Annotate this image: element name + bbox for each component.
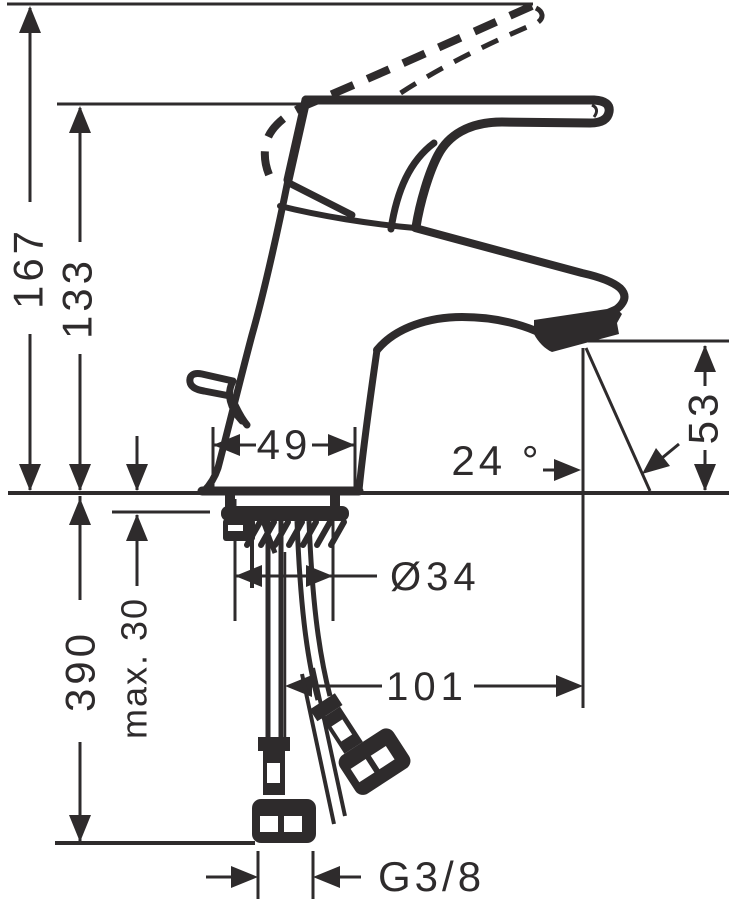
- dim-lever-height: 133: [54, 106, 101, 491]
- escutcheon-washer: [221, 506, 349, 521]
- arrow-left-icon: [313, 866, 340, 888]
- mount-stud: [330, 494, 340, 507]
- dim-label-reach: 101: [386, 665, 468, 709]
- mount-stud: [225, 494, 235, 507]
- lever-neck-edge: [387, 139, 438, 233]
- hose-angled-edge: [306, 520, 333, 697]
- spout-underside: [373, 313, 540, 354]
- hose-cross-band: [300, 673, 336, 825]
- dim-reach: 101: [285, 656, 583, 709]
- arrow-down-icon: [19, 464, 41, 491]
- clamp-slot: [228, 525, 243, 531]
- dim-thread: G3/8: [206, 851, 485, 900]
- arrow-right-icon: [328, 434, 355, 456]
- arrow-angled-icon: [642, 448, 670, 474]
- dim-label-max-thickness: max. 30: [114, 597, 155, 739]
- dim-total-height: 167: [5, 6, 52, 491]
- arrow-right-icon: [554, 459, 581, 481]
- aerator: [534, 306, 622, 352]
- dim-hose-length: 390: [57, 496, 104, 842]
- mounting-hardware: [221, 494, 349, 750]
- arrow-down-icon: [69, 464, 91, 491]
- arrow-left-icon: [235, 565, 262, 587]
- hose-angled-edge: [294, 520, 321, 701]
- raised-lever-dashed-outline: [260, 2, 545, 183]
- dim-label-hole-diameter: Ø34: [390, 555, 481, 599]
- body-right-edge: [355, 346, 381, 494]
- faucet-outline: [186, 95, 629, 496]
- cartridge-seam-upper: [285, 179, 356, 219]
- lever-tip-detail: [591, 103, 599, 118]
- dim-label-outlet-height: 53: [680, 390, 727, 445]
- arrow-down-icon: [694, 464, 716, 491]
- cartridge-seam-lower: [277, 203, 418, 231]
- hose-connector-angled: [309, 693, 411, 795]
- arrow-right-icon: [231, 866, 258, 888]
- dim-label-lever-height: 133: [54, 257, 101, 339]
- dim-label-hose-length: 390: [57, 630, 104, 712]
- stream-angle-line: [584, 347, 652, 492]
- dim-max-counter-thickness: max. 30: [114, 436, 155, 739]
- lever-back-edge: [283, 95, 311, 185]
- arrow-up-icon: [19, 6, 41, 33]
- arrow-up-icon: [69, 106, 91, 133]
- dim-label-thread: G3/8: [378, 853, 485, 900]
- arrow-down-icon: [69, 815, 91, 842]
- dim-base-width: 49: [211, 421, 357, 490]
- hose-cross-band: [311, 667, 347, 817]
- supply-hoses: [252, 520, 411, 843]
- arrow-up-icon: [694, 345, 716, 372]
- dim-label-base-width: 49: [257, 421, 312, 468]
- body-left-edge: [200, 176, 292, 495]
- arrow-up-icon: [69, 498, 91, 525]
- dim-stream-angle: 24 °: [451, 437, 680, 484]
- dim-label-stream-angle: 24 °: [451, 437, 542, 484]
- arrow-down-icon: [126, 464, 148, 491]
- arrow-right-icon: [556, 675, 583, 697]
- hose-connector-vertical: [252, 737, 316, 843]
- arrow-up-icon: [126, 514, 148, 541]
- reference-lines: [7, 2, 729, 845]
- pull-rod-handle: [186, 370, 251, 429]
- lever-outline: [301, 95, 614, 232]
- dim-label-total-height: 167: [5, 227, 52, 309]
- spout-top-edge: [411, 224, 629, 319]
- dim-outlet-height: 53: [680, 345, 727, 491]
